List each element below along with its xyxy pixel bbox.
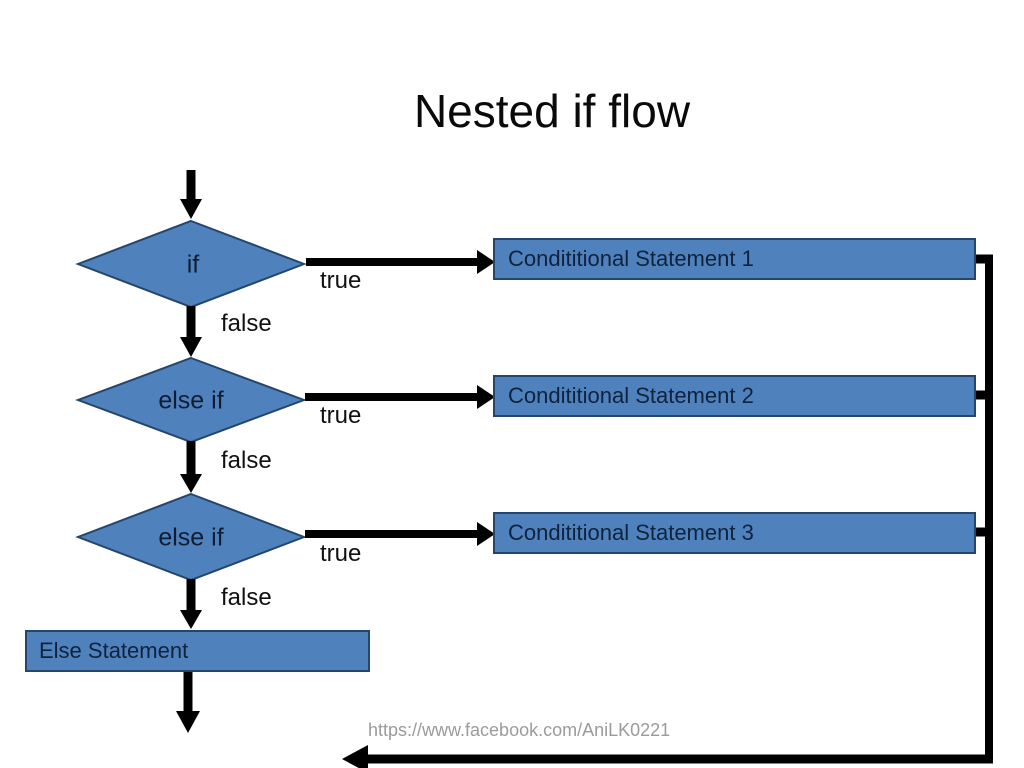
statement-box-2: Condititional Statement 2 [493, 375, 976, 417]
statement-box-2-label: Condititional Statement 2 [508, 383, 754, 408]
true-label-2: true [320, 402, 362, 429]
false-arrow-3-head-icon [180, 610, 202, 629]
else-exit-arrow-head-icon [176, 711, 200, 733]
decision-label-elseif-2: else if [158, 523, 224, 552]
true-arrow-1-head-icon [477, 250, 495, 274]
decision-label-if: if [186, 250, 200, 279]
page-title: Nested if flow [413, 85, 691, 137]
else-statement-box: Else Statement [25, 630, 370, 672]
else-statement-label: Else Statement [39, 638, 189, 663]
statement-box-1: Condititional Statement 1 [493, 238, 976, 280]
footer-url: https://www.facebook.com/AniLK0221 [368, 720, 671, 740]
false-label-2: false [221, 447, 272, 474]
statement-box-3: Condititional Statement 3 [493, 512, 976, 554]
statement-box-3-label: Condititional Statement 3 [508, 520, 754, 545]
true-label-3: true [320, 540, 362, 567]
bottom-return-arrow-head-icon [342, 745, 368, 768]
false-label-1: false [221, 310, 272, 337]
true-arrow-3-head-icon [477, 522, 495, 546]
false-arrow-2-head-icon [180, 474, 202, 493]
true-arrow-2-head-icon [477, 385, 495, 409]
statement-box-1-label: Condititional Statement 1 [508, 246, 754, 271]
true-label-1: true [320, 267, 362, 294]
decision-label-elseif-1: else if [158, 386, 224, 415]
entry-arrow-head-icon [180, 199, 202, 219]
false-arrow-1-head-icon [180, 337, 202, 357]
false-label-3: false [221, 584, 272, 611]
